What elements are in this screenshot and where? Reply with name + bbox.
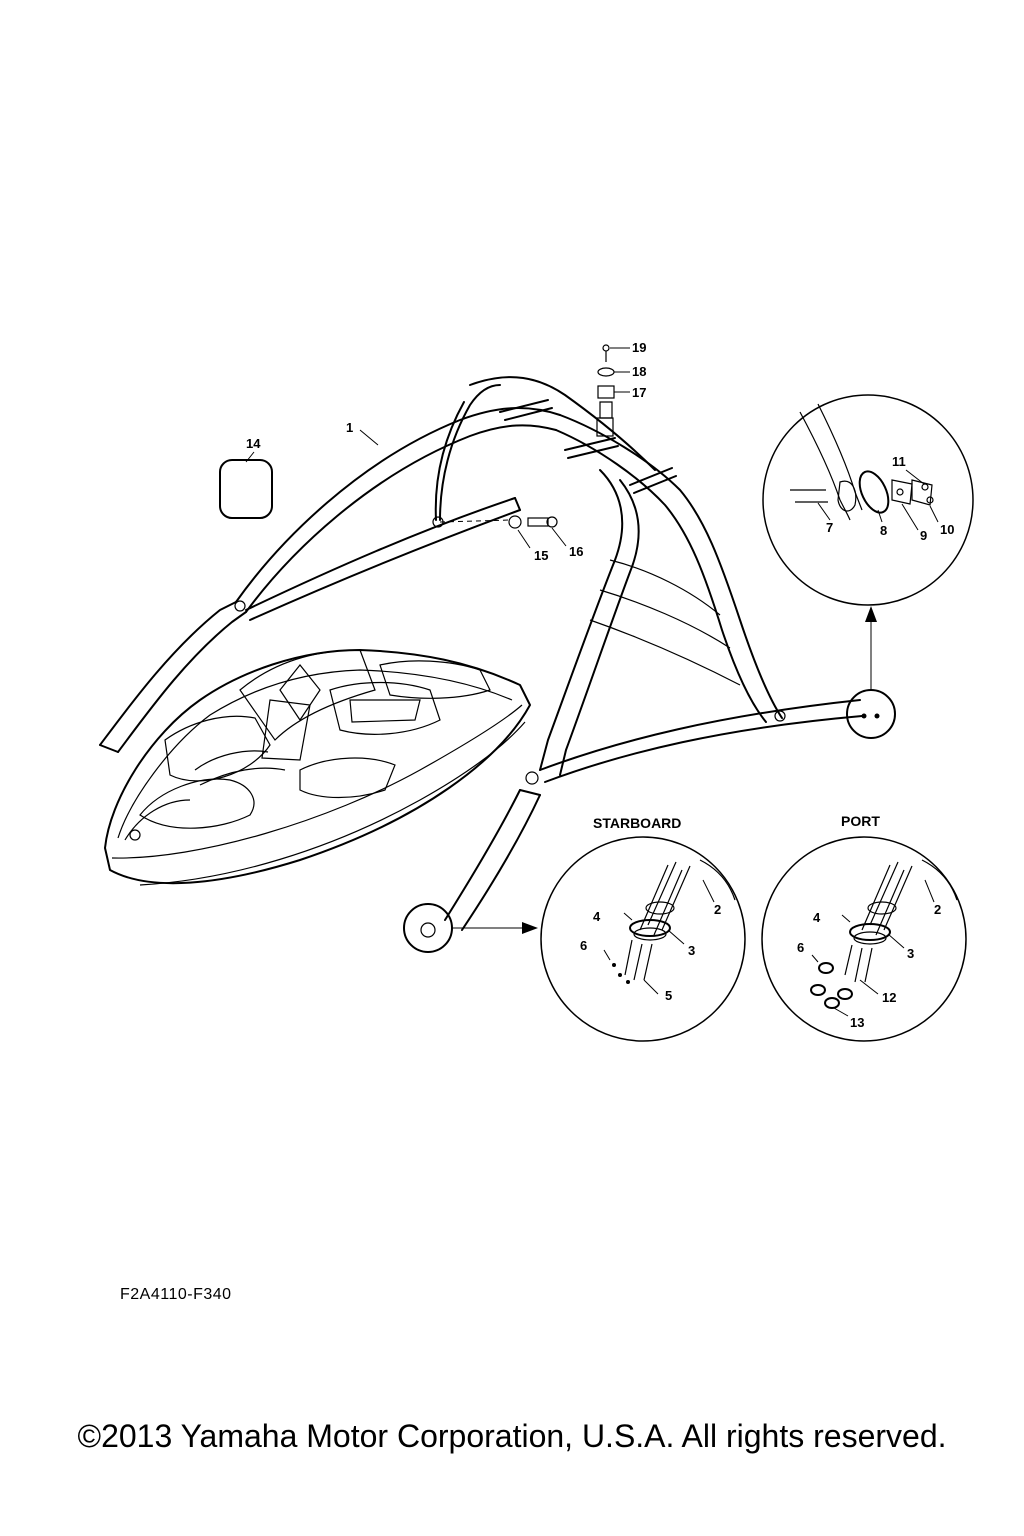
parts-15-16: 15 16 [439, 515, 583, 563]
detail-port-base: 2 3 4 6 12 13 [761, 836, 967, 1042]
callout-18: 18 [632, 364, 646, 379]
callout-16: 16 [569, 544, 583, 559]
callout-pt-4: 4 [813, 910, 821, 925]
callout-sb-3: 3 [688, 943, 695, 958]
detail-pivot-hinge: 7 8 9 10 11 [762, 394, 974, 606]
callout-7: 7 [826, 520, 833, 535]
heading-starboard: STARBOARD [593, 815, 681, 831]
callout-8: 8 [880, 523, 887, 538]
copyright-notice: ©2013 Yamaha Motor Corporation, U.S.A. A… [77, 1418, 947, 1454]
callout-pt-2: 2 [934, 902, 941, 917]
callout-9: 9 [920, 528, 927, 543]
callout-15: 15 [534, 548, 548, 563]
callout-19: 19 [632, 340, 646, 355]
detail-starboard-base: 2 3 4 5 6 [540, 836, 746, 1042]
parts-diagram: 1 14 15 16 19 18 17 [99, 340, 974, 1042]
pivot-detail-marker [846, 606, 896, 739]
callout-sb-6: 6 [580, 938, 587, 953]
callout-sb-5: 5 [665, 988, 672, 1003]
parts-17-19: 19 18 17 [597, 340, 646, 419]
callout-pt-3: 3 [907, 946, 914, 961]
callout-17: 17 [632, 385, 646, 400]
boat-hull [104, 649, 531, 886]
callout-1: 1 [346, 420, 353, 435]
callout-10: 10 [940, 522, 954, 537]
callout-pt-12: 12 [882, 990, 896, 1005]
part-14-pad: 14 [219, 436, 273, 519]
base-detail-marker [403, 903, 538, 953]
heading-port: PORT [841, 813, 880, 829]
tower-frame [99, 376, 863, 931]
callout-pt-6: 6 [797, 940, 804, 955]
callout-sb-2: 2 [714, 902, 721, 917]
callout-sb-4: 4 [593, 909, 601, 924]
callout-pt-13: 13 [850, 1015, 864, 1030]
callout-14: 14 [246, 436, 261, 451]
callout-11: 11 [892, 454, 906, 469]
diagram-code: F2A4110-F340 [120, 1286, 232, 1303]
